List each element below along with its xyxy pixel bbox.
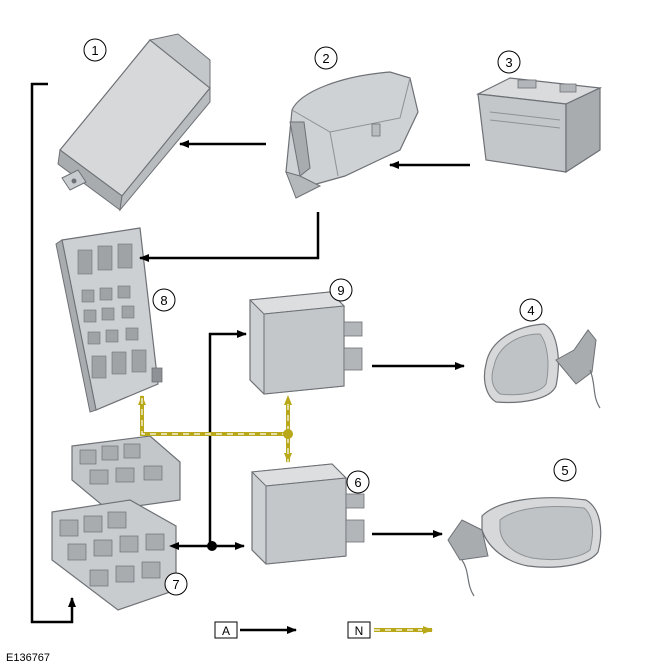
component-1-control-module — [57, 33, 211, 212]
callout-3: 3 — [497, 50, 521, 74]
svg-text:1: 1 — [91, 43, 98, 58]
svg-text:8: 8 — [160, 293, 167, 308]
callout-8: 8 — [152, 288, 176, 312]
legend-a: A — [214, 621, 297, 639]
callout-5: 5 — [553, 458, 577, 482]
component-9-module — [248, 291, 363, 395]
component-8-fuse-box — [55, 227, 163, 413]
component-2-housing — [285, 71, 419, 199]
svg-text:5: 5 — [561, 463, 568, 478]
callout-6: 6 — [346, 470, 370, 494]
svg-text:9: 9 — [337, 283, 344, 298]
component-5-mirror — [447, 497, 602, 597]
svg-text:A: A — [222, 624, 230, 638]
svg-text:7: 7 — [172, 577, 179, 592]
figure-id: E136767 — [6, 652, 51, 664]
data-junction-node — [283, 429, 293, 439]
component-7-junction-box — [51, 435, 181, 611]
callout-4: 4 — [519, 298, 543, 322]
svg-text:3: 3 — [505, 55, 512, 70]
svg-text:6: 6 — [354, 475, 361, 490]
component-6-module — [250, 463, 365, 565]
callout-2: 2 — [314, 46, 338, 70]
legend-n: N — [347, 621, 433, 639]
black-junction-node — [207, 541, 217, 551]
callout-7: 7 — [164, 572, 188, 596]
callout-1: 1 — [83, 38, 107, 62]
component-4-mirror — [483, 323, 601, 409]
svg-text:2: 2 — [322, 51, 329, 66]
black-arrows — [30, 82, 470, 624]
svg-text:4: 4 — [527, 303, 534, 318]
svg-text:N: N — [355, 624, 364, 638]
callout-9: 9 — [329, 278, 353, 302]
component-3-battery — [475, 77, 603, 174]
